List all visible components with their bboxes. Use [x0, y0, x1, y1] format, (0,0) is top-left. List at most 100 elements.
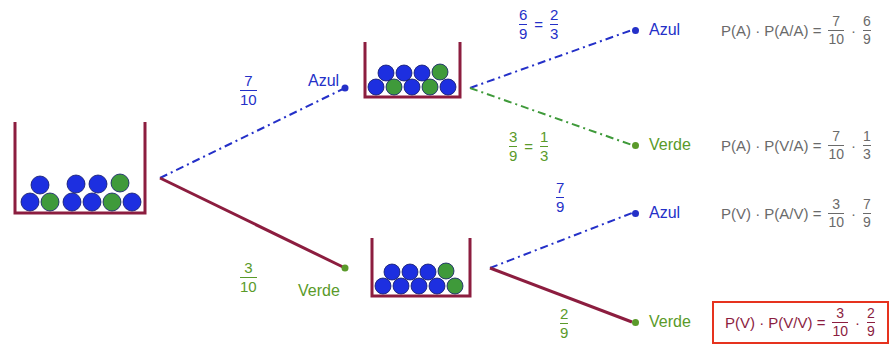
fraction: 310 — [831, 306, 849, 339]
leaf-node: Azul — [632, 21, 680, 39]
branch-line — [160, 178, 345, 268]
formula-text: · — [851, 22, 856, 39]
denominator: 9 — [863, 32, 871, 47]
numerator: 2 — [550, 7, 558, 23]
urn — [15, 122, 145, 213]
fraction: 310 — [239, 260, 258, 295]
fraction: 69 — [862, 14, 872, 47]
denominator: 9 — [867, 324, 875, 339]
fraction: 13 — [862, 129, 872, 162]
probability-label: P(A) · P(V/A) =710·13 — [718, 129, 875, 162]
numerator: 7 — [832, 14, 840, 29]
fraction: 710 — [239, 73, 258, 108]
balls — [375, 263, 463, 294]
numerator: 3 — [836, 306, 844, 321]
branch-connector — [470, 88, 632, 145]
probability-label: 69=23 — [515, 7, 562, 42]
branch-line — [490, 268, 632, 322]
outcome-label: Azul — [649, 204, 680, 222]
leaf-node: Verde — [632, 313, 691, 331]
numerator: 7 — [556, 180, 564, 196]
fraction: 69 — [518, 7, 528, 42]
fraction-bar — [540, 146, 548, 148]
probability-label: 39=13 — [505, 129, 552, 164]
outcome-label: Verde — [649, 136, 691, 154]
fraction: 79 — [862, 197, 872, 230]
outcome-label: Verde — [649, 313, 691, 331]
fraction: 29 — [559, 306, 569, 341]
fraction-bar — [556, 197, 564, 199]
numerator: 3 — [244, 260, 252, 276]
result-box: P(V) · P(V/V) =310·29 — [712, 301, 889, 344]
fraction-bar — [863, 145, 871, 147]
probability-label: 79 — [552, 180, 568, 215]
numerator: 2 — [560, 306, 568, 322]
balls — [368, 64, 456, 95]
denominator: 9 — [863, 215, 871, 230]
leaf-dot — [632, 27, 639, 34]
fraction-bar — [863, 213, 871, 215]
fraction: 39 — [508, 129, 518, 164]
numerator: 7 — [863, 197, 871, 212]
numerator: 7 — [244, 73, 252, 89]
formula-text: · — [855, 314, 860, 331]
numerator: 6 — [863, 14, 871, 29]
fraction: 29 — [866, 306, 876, 339]
probability-label: 710 — [236, 73, 261, 108]
branch-line — [490, 213, 632, 268]
outcome-label: Azul — [308, 72, 470, 90]
probability-label: P(A) · P(A/A) =710·69 — [718, 14, 875, 47]
fraction-bar — [828, 145, 844, 147]
numerator: 1 — [863, 129, 871, 144]
fraction-bar — [863, 30, 871, 32]
branch-connector — [490, 213, 632, 268]
fraction: 79 — [555, 180, 565, 215]
denominator: 10 — [832, 324, 848, 339]
probability-label: P(V) · P(A/V) =310·79 — [718, 197, 875, 230]
leaf-dot — [632, 142, 639, 149]
leaf-dot — [632, 210, 639, 217]
branch-dot — [342, 85, 349, 92]
denominator: 10 — [828, 32, 844, 47]
fraction-bar — [509, 146, 517, 148]
fraction: 23 — [549, 7, 559, 42]
denominator: 10 — [828, 215, 844, 230]
denominator: 9 — [556, 199, 564, 215]
fraction-bar — [550, 24, 558, 26]
denominator: 10 — [240, 92, 257, 108]
fraction: 310 — [827, 197, 845, 230]
fraction-bar — [240, 277, 257, 279]
leaf-dot — [632, 319, 639, 326]
fraction-bar — [240, 90, 257, 92]
formula-text: P(A) · P(V/A) = — [721, 137, 821, 154]
denominator: 3 — [550, 26, 558, 42]
branch-node: Azul — [300, 38, 470, 100]
branch-connector — [490, 268, 632, 322]
fraction: 710 — [827, 14, 845, 47]
formula-text: = — [524, 138, 533, 155]
numerator: 1 — [540, 129, 548, 145]
leaf-node: Azul — [632, 204, 680, 222]
numerator: 3 — [509, 129, 517, 145]
fraction-bar — [828, 30, 844, 32]
fraction: 710 — [827, 129, 845, 162]
probability-label: 29 — [556, 306, 572, 341]
urn — [365, 42, 460, 97]
formula-text: · — [851, 137, 856, 154]
denominator: 3 — [863, 147, 871, 162]
branch-line — [470, 88, 632, 145]
probability-label: 310 — [236, 260, 261, 295]
formula-text: P(V) · P(A/V) = — [721, 205, 821, 222]
leaf-node: Verde — [632, 136, 691, 154]
urn — [372, 238, 470, 296]
denominator: 3 — [540, 148, 548, 164]
formula-text: · — [851, 205, 856, 222]
fraction-bar — [560, 323, 568, 325]
fraction: 13 — [539, 129, 549, 164]
balls — [21, 174, 141, 211]
denominator: 9 — [509, 148, 517, 164]
fraction-bar — [832, 322, 848, 324]
